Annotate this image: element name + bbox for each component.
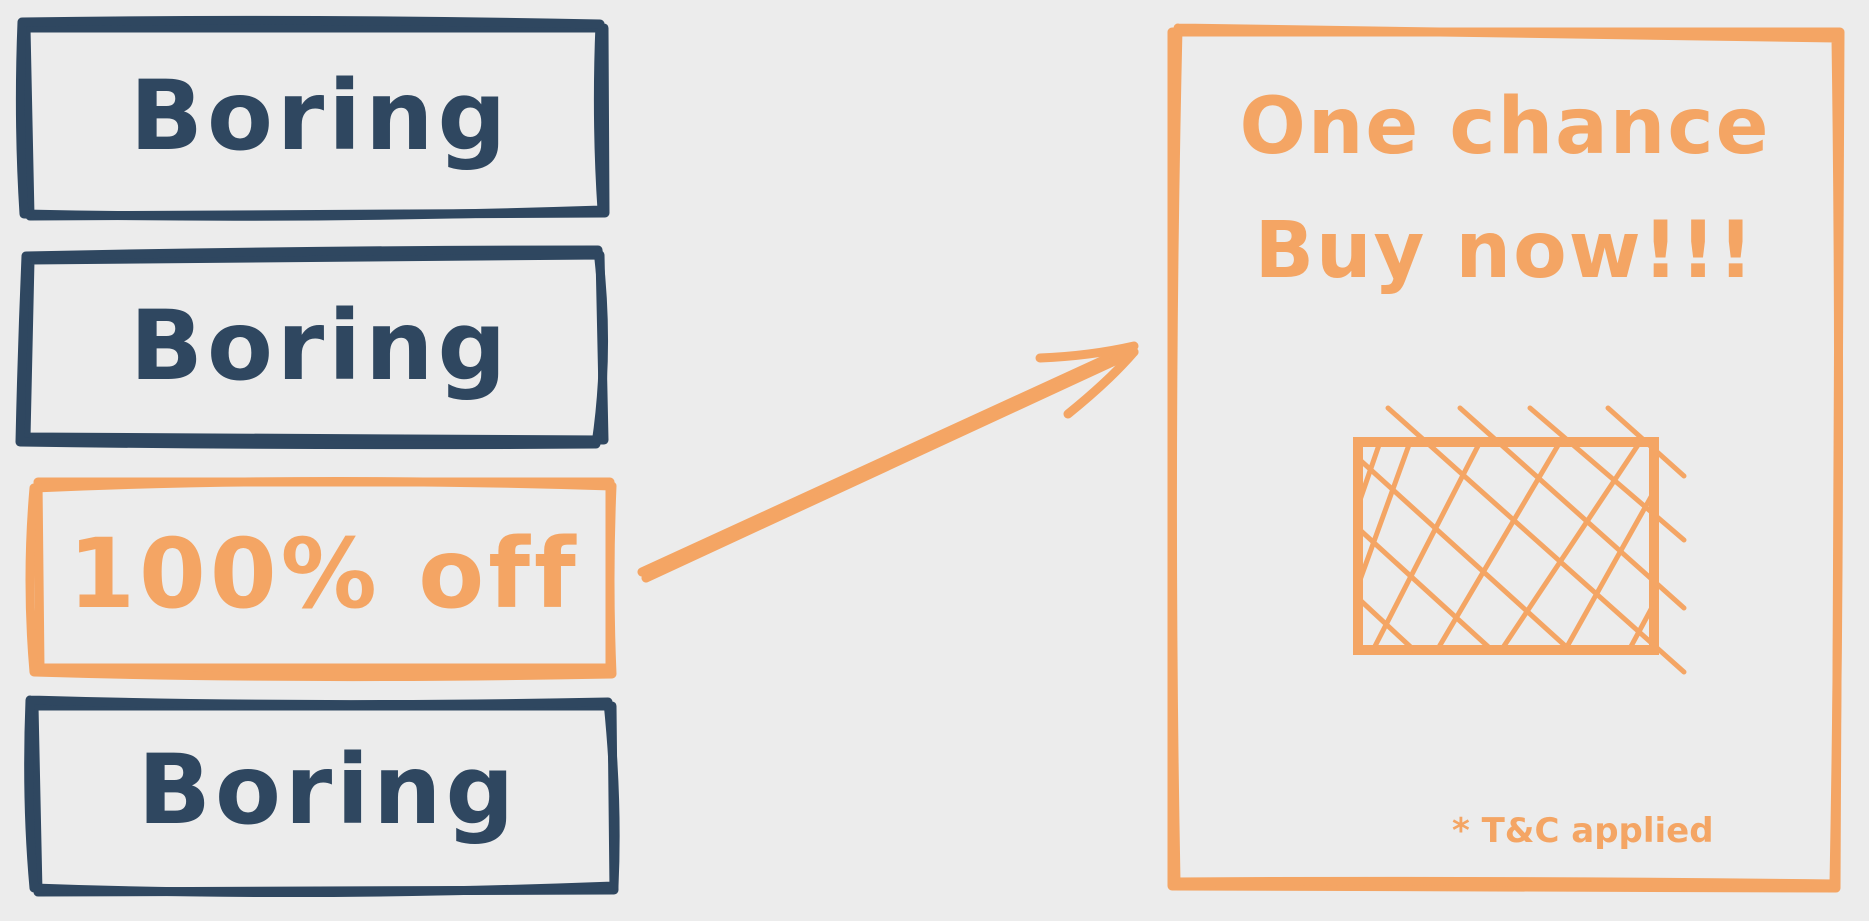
option-box-2-frame (15, 245, 609, 450)
option-box-1-frame (15, 15, 610, 221)
option-box-4-frame (24, 695, 620, 898)
promo-panel-frame (1167, 23, 1845, 893)
option-label-3-highlighted: 100% off (68, 518, 580, 630)
option-label-2: Boring (129, 290, 511, 402)
option-label-1: Boring (129, 60, 511, 172)
promo-title-line-1: One chance (1239, 82, 1771, 172)
promo-fine-print: * T&C applied (1452, 811, 1714, 851)
promo-title-line-2: Buy now!!! (1254, 206, 1756, 296)
option-label-4: Boring (137, 734, 519, 846)
option-box-3-frame (25, 476, 617, 682)
hatched-image-placeholder-icon (1353, 405, 1687, 675)
arrow-right-icon (637, 341, 1139, 583)
